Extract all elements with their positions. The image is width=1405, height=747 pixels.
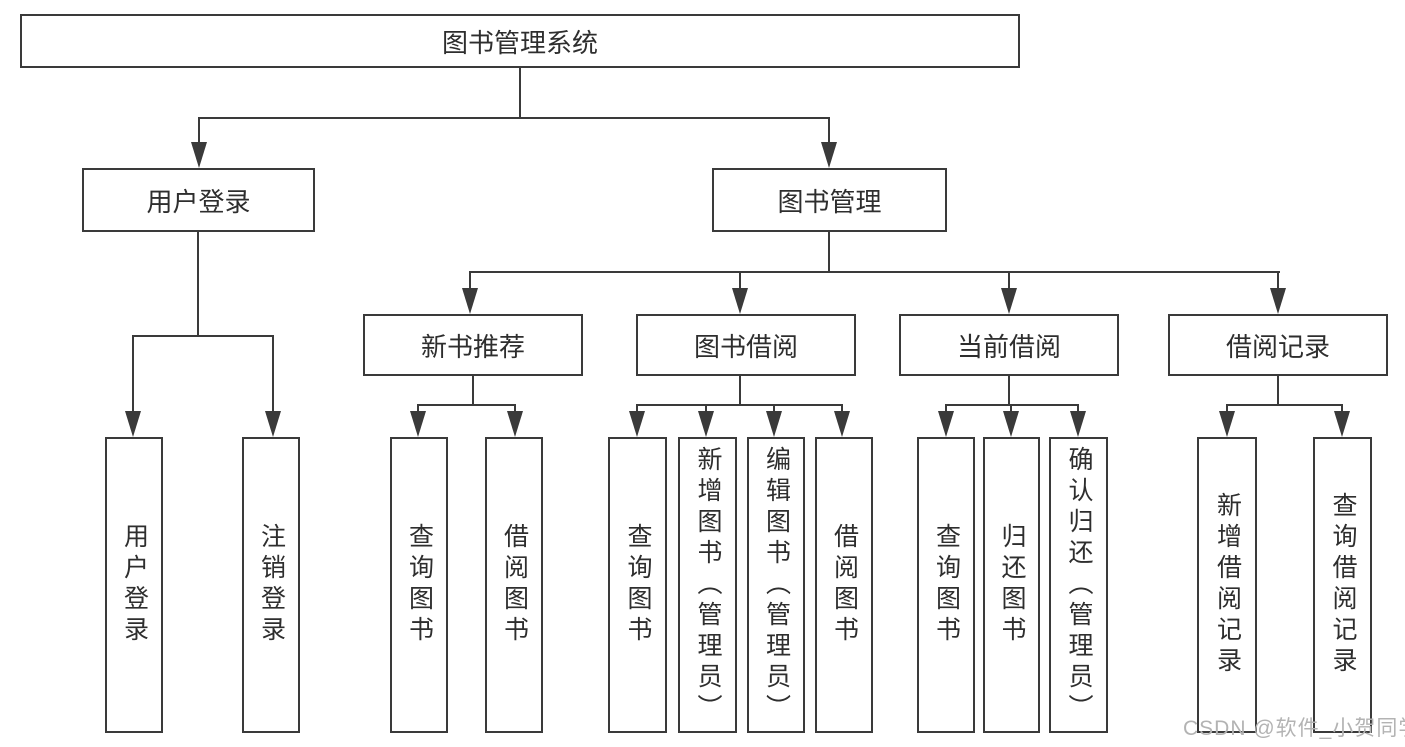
connector-line <box>828 232 830 273</box>
node-label: 确认归还（管理员） <box>1065 445 1093 725</box>
node-label: 归还图书 <box>998 523 1026 647</box>
node-label: 新书推荐 <box>420 331 525 362</box>
connector-line <box>1226 404 1228 413</box>
connector-line <box>945 404 1079 406</box>
connector-line <box>519 68 521 118</box>
connector-line <box>132 335 274 337</box>
leaf-user-login: 用户登录 <box>105 437 163 733</box>
connector-line <box>198 117 830 119</box>
leaf-add-borrow-record: 新增借阅记录 <box>1197 437 1257 733</box>
leaf-query-books-current: 查询图书 <box>917 437 975 733</box>
node-label: 借阅图书 <box>500 523 529 647</box>
arrow-down-icon <box>732 288 748 314</box>
node-book-borrowing: 图书借阅 <box>636 314 856 376</box>
arrow-down-icon <box>1003 411 1019 437</box>
connector-line <box>469 271 471 290</box>
connector-line <box>197 232 199 336</box>
node-current-borrowing: 当前借阅 <box>899 314 1119 376</box>
node-book-management: 图书管理 <box>712 168 947 232</box>
leaf-query-borrow-record: 查询借阅记录 <box>1313 437 1372 733</box>
connector-line <box>841 404 843 413</box>
arrow-down-icon <box>698 411 714 437</box>
connector-line <box>636 404 843 406</box>
node-user-login: 用户登录 <box>82 168 315 232</box>
connector-line <box>417 404 419 413</box>
node-label: 新增图书（管理员） <box>694 445 722 725</box>
arrow-down-icon <box>1001 288 1017 314</box>
connector-line <box>1226 404 1343 406</box>
connector-line <box>472 376 474 406</box>
connector-line <box>828 117 830 144</box>
leaf-confirm-return-admin: 确认归还（管理员） <box>1049 437 1108 733</box>
node-label: 查询图书 <box>932 523 961 647</box>
node-label: 新增借阅记录 <box>1213 492 1242 678</box>
connector-line <box>132 335 134 413</box>
csdn-watermark: CSDN @软件_小贺同学 <box>1183 717 1405 740</box>
connector-line <box>1077 404 1079 413</box>
node-label: 注销登录 <box>257 523 286 647</box>
arrow-down-icon <box>1219 411 1235 437</box>
connector-line <box>636 404 638 413</box>
node-label: 用户登录 <box>146 186 251 217</box>
node-label: 图书管理 <box>777 186 882 217</box>
connector-line <box>469 271 1280 273</box>
arrow-down-icon <box>1334 411 1350 437</box>
connector-line <box>1010 404 1012 413</box>
arrow-down-icon <box>125 411 141 437</box>
node-borrowing-records: 借阅记录 <box>1168 314 1388 376</box>
leaf-borrow-books-borrowing: 借阅图书 <box>815 437 873 733</box>
connector-line <box>773 404 775 413</box>
node-label: 查询借阅记录 <box>1329 492 1357 678</box>
connector-line <box>1277 271 1279 290</box>
arrow-down-icon <box>938 411 954 437</box>
connector-line <box>198 117 200 144</box>
arrow-down-icon <box>410 411 426 437</box>
arrow-down-icon <box>629 411 645 437</box>
node-label: 图书借阅 <box>693 331 798 362</box>
leaf-add-book-admin: 新增图书（管理员） <box>678 437 737 733</box>
leaf-logout: 注销登录 <box>242 437 300 733</box>
arrow-down-icon <box>766 411 782 437</box>
node-label: 编辑图书（管理员） <box>762 445 791 725</box>
leaf-borrow-books-recommend: 借阅图书 <box>485 437 543 733</box>
leaf-edit-book-admin: 编辑图书（管理员） <box>747 437 805 733</box>
connector-line <box>1008 271 1010 290</box>
arrow-down-icon <box>1270 288 1286 314</box>
connector-line <box>1277 376 1279 406</box>
connector-line <box>945 404 947 413</box>
arrow-down-icon <box>265 411 281 437</box>
node-label: 当前借阅 <box>956 331 1061 362</box>
connector-line <box>272 335 274 413</box>
connector-line <box>1341 404 1343 413</box>
connector-line <box>1008 376 1010 406</box>
node-label: 借阅记录 <box>1225 331 1330 362</box>
connector-line <box>514 404 516 413</box>
leaf-return-book: 归还图书 <box>983 437 1040 733</box>
arrow-down-icon <box>821 142 837 168</box>
connector-line <box>705 404 707 413</box>
arrow-down-icon <box>507 411 523 437</box>
leaf-query-books-borrowing: 查询图书 <box>608 437 667 733</box>
arrow-down-icon <box>462 288 478 314</box>
node-label: 借阅图书 <box>830 523 859 647</box>
node-label: 查询图书 <box>405 523 434 647</box>
arrow-down-icon <box>834 411 850 437</box>
connector-line <box>739 376 741 406</box>
arrow-down-icon <box>1070 411 1086 437</box>
node-new-book-recommend: 新书推荐 <box>363 314 583 376</box>
node-library-management-system: 图书管理系统 <box>20 14 1020 68</box>
node-label: 用户登录 <box>120 523 149 647</box>
node-label: 图书管理系统 <box>441 27 598 58</box>
arrow-down-icon <box>191 142 207 168</box>
node-label: 查询图书 <box>624 523 652 647</box>
connector-line <box>417 404 516 406</box>
leaf-query-books-recommend: 查询图书 <box>390 437 448 733</box>
connector-line <box>739 271 741 290</box>
